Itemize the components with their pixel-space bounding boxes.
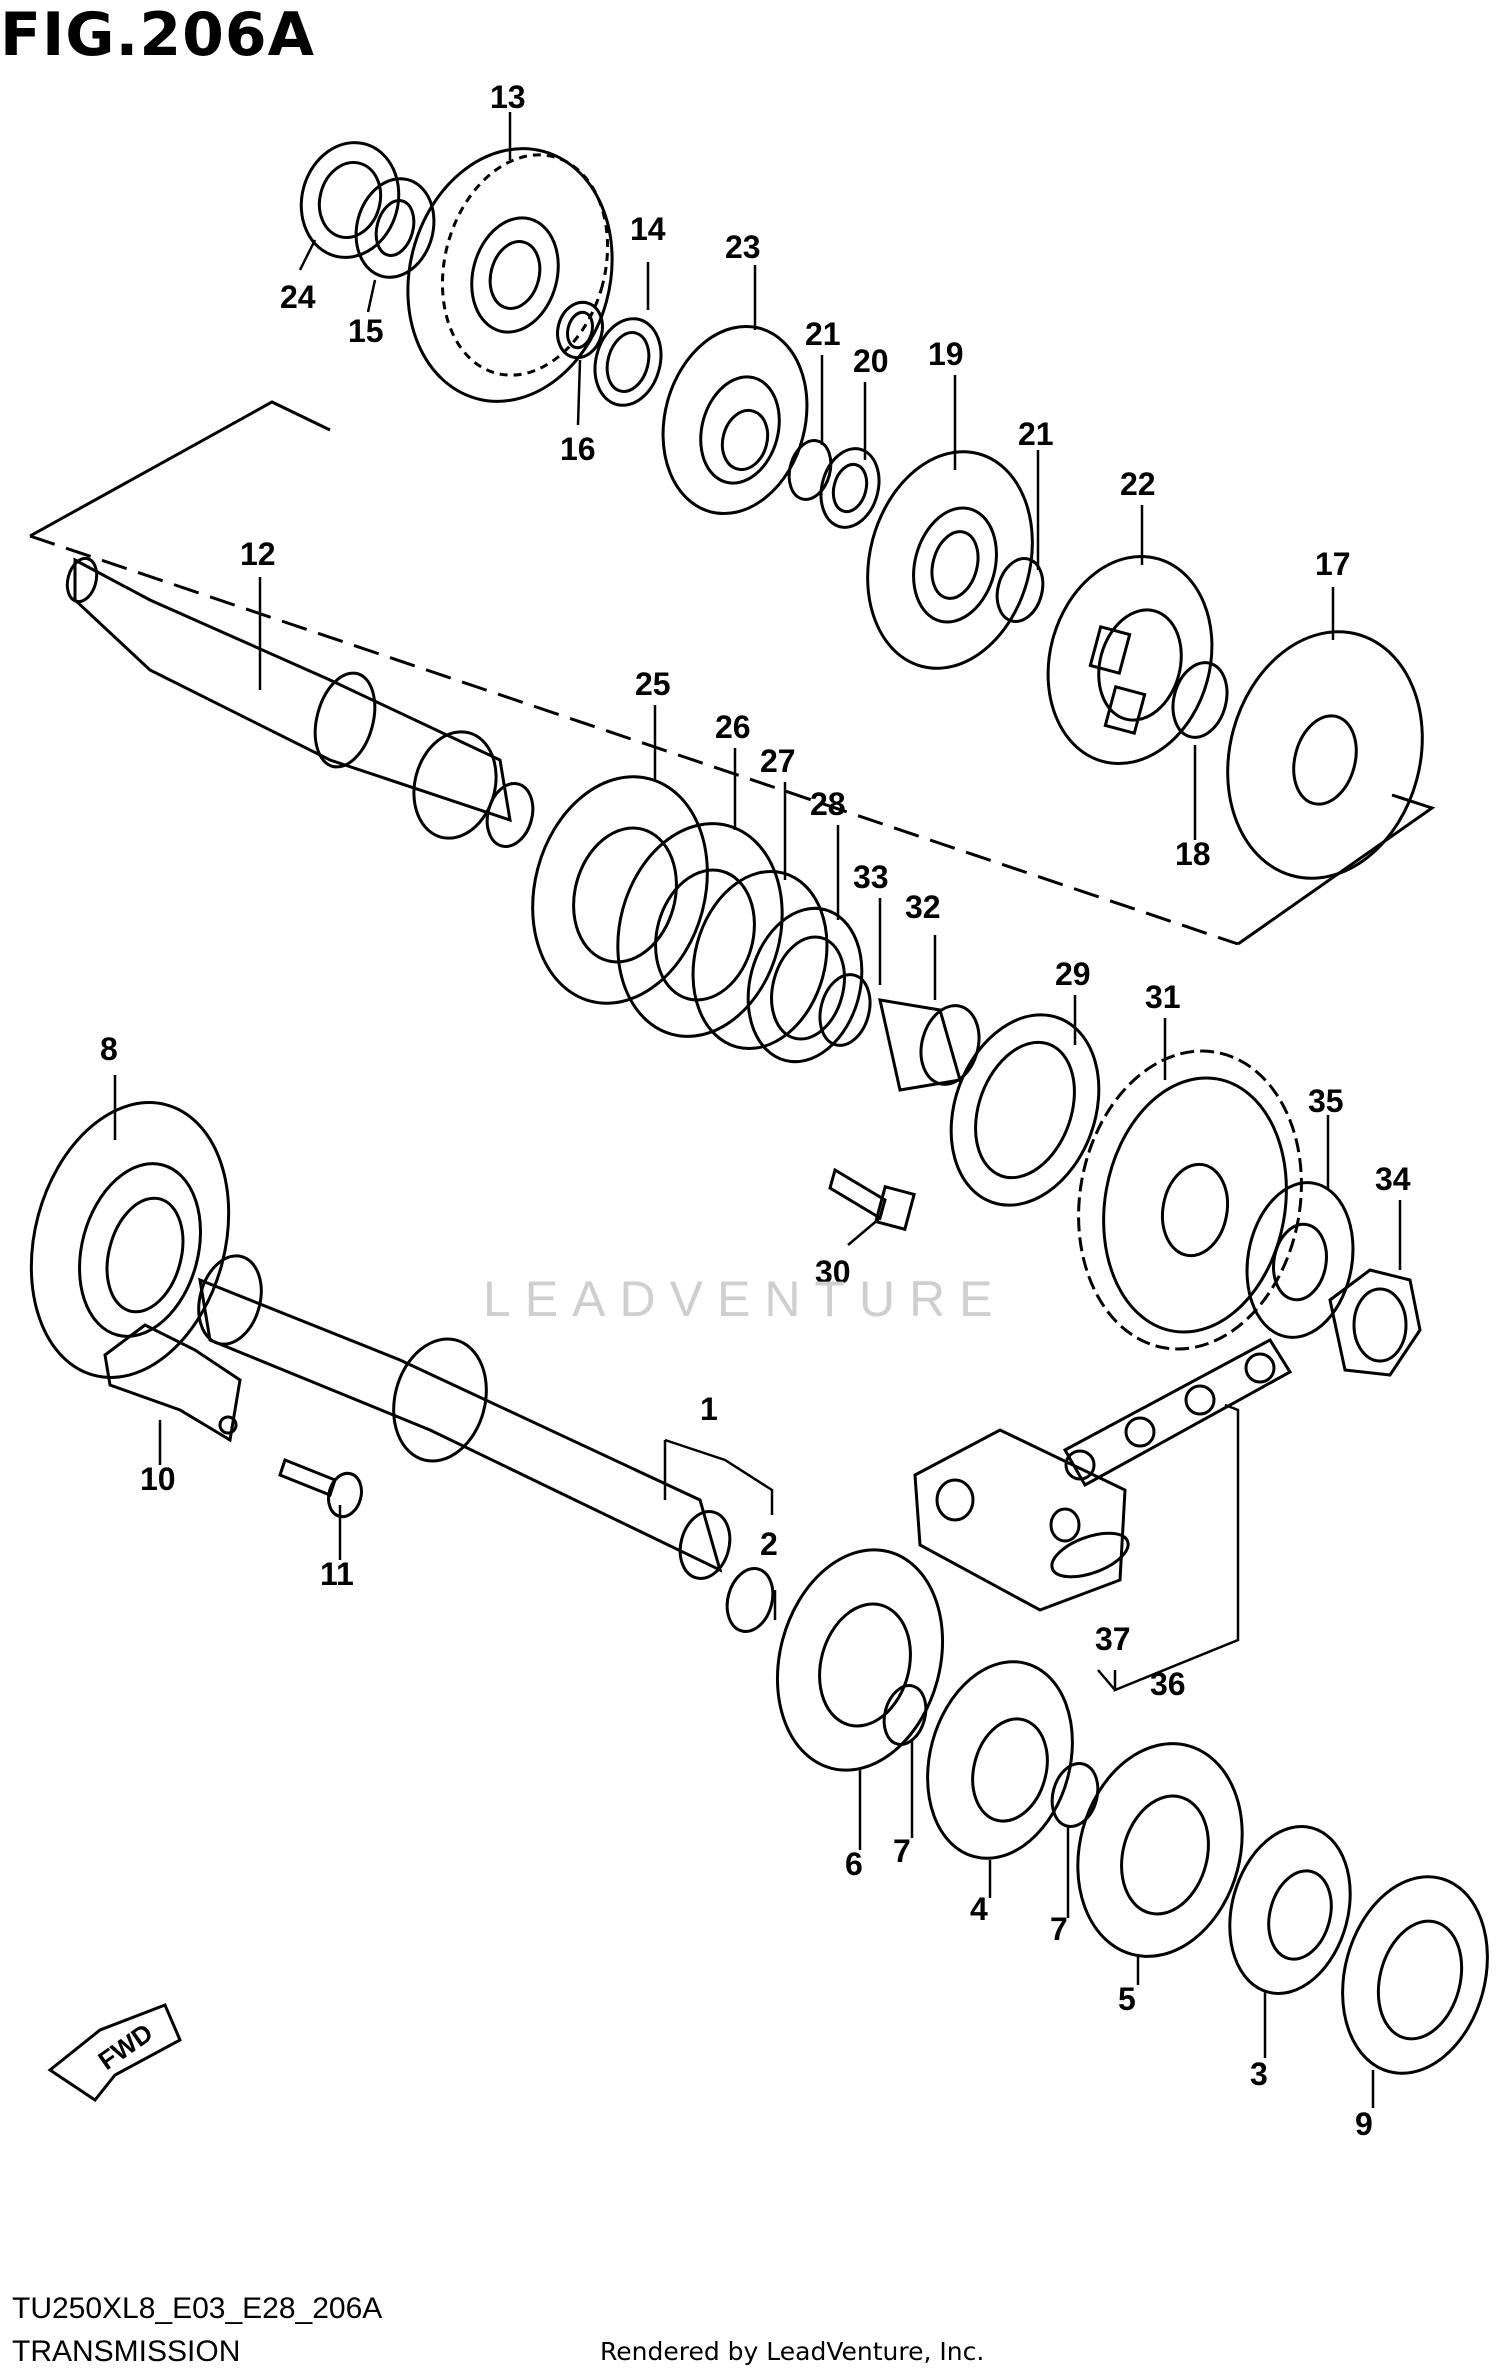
section-name: TRANSMISSION — [12, 2335, 241, 2368]
watermark: LEADVENTURE — [483, 1271, 1007, 1327]
callout-27: 27 — [760, 743, 796, 779]
callout-10: 10 — [140, 1461, 176, 1497]
callout-32: 32 — [905, 889, 941, 925]
part-8-bearing — [29, 1101, 231, 1379]
callout-36: 36 — [1150, 1666, 1186, 1702]
callout-15: 15 — [348, 313, 384, 349]
part-16-needle-bearing — [556, 300, 604, 360]
part-3-gear — [1228, 1825, 1352, 1995]
part-4-gear — [926, 1660, 1074, 1860]
part-29-plate — [949, 1013, 1101, 1207]
callout-13: 13 — [490, 79, 526, 115]
callout-2: 2 — [760, 1526, 778, 1562]
part-26-oil-seal — [616, 822, 784, 1038]
callout-29: 29 — [1055, 956, 1091, 992]
callout-21: 21 — [1018, 416, 1054, 452]
part-10-bearing-retainer — [103, 1323, 242, 1443]
fwd-arrow-icon — [47, 2003, 182, 2103]
group-outline-right — [1237, 793, 1436, 946]
callout-4: 4 — [970, 1891, 988, 1927]
part-6-gear — [775, 1548, 945, 1772]
callout-28: 28 — [810, 786, 846, 822]
figure-title: FIG.206A — [0, 0, 316, 70]
callout-8: 8 — [100, 1031, 118, 1067]
countershaft-group-outline — [29, 400, 331, 538]
rendered-by-credit: Rendered by LeadVenture, Inc. — [600, 2337, 985, 2366]
part-32-spacer — [878, 998, 981, 1092]
part-31-sprocket — [1077, 1049, 1303, 1351]
part-7-circlip-b — [1050, 1762, 1100, 1828]
part-15-washer — [354, 177, 436, 279]
part-21-circlip — [787, 439, 833, 501]
part-11-screw — [278, 1458, 363, 1519]
callout-31: 31 — [1145, 979, 1181, 1015]
callout-1: 1 — [700, 1391, 718, 1427]
part-37-master-link-kit — [913, 1428, 1130, 1612]
group-outline-dashed — [29, 534, 1239, 946]
part-36-drive-chain — [1062, 1338, 1293, 1488]
part-28-seal — [746, 906, 864, 1064]
callout-9: 9 — [1355, 2106, 1373, 2142]
callout-26: 26 — [715, 709, 751, 745]
part-2-gear — [725, 1567, 775, 1633]
callout-7: 7 — [893, 1833, 911, 1869]
callout-34: 34 — [1375, 1161, 1411, 1197]
callout-18: 18 — [1175, 836, 1211, 872]
part-5-gear — [1076, 1742, 1244, 1958]
callout-14: 14 — [630, 211, 666, 247]
part-34-nut — [1328, 1268, 1422, 1377]
callout-22: 22 — [1120, 466, 1156, 502]
part-27-spacer — [691, 869, 829, 1051]
callout-3: 3 — [1250, 2056, 1268, 2092]
part-18-circlip — [1171, 661, 1229, 739]
callout-33: 33 — [853, 859, 889, 895]
part-30-bolt — [828, 1167, 916, 1232]
part-22-gear — [1046, 554, 1214, 766]
part-19-gear — [866, 450, 1034, 670]
part-25-bearing — [531, 775, 709, 1005]
part-17-gear — [1226, 630, 1424, 880]
part-9-bearing — [1341, 1875, 1489, 2075]
callout-20: 20 — [853, 343, 889, 379]
callout-24: 24 — [280, 279, 316, 315]
callout-5: 5 — [1118, 1981, 1136, 2017]
callout-7: 7 — [1050, 1911, 1068, 1947]
part-33-o-ring — [818, 973, 872, 1047]
part-20-washer — [819, 447, 881, 529]
callout-37: 37 — [1095, 1621, 1131, 1657]
part-12-countershaft — [65, 556, 535, 848]
callout-11: 11 — [320, 1556, 354, 1592]
leader-lines — [113, 112, 1402, 2108]
callout-17: 17 — [1315, 546, 1351, 582]
part-14-washer — [593, 317, 663, 407]
part-35-lock-washer — [1245, 1181, 1355, 1339]
callout-30: 30 — [815, 1254, 851, 1290]
callout-21: 21 — [805, 316, 841, 352]
callout-12: 12 — [240, 536, 276, 572]
part-7-circlip — [882, 1684, 928, 1746]
callout-23: 23 — [725, 229, 761, 265]
part-23-gear — [661, 324, 809, 516]
part-24-bearing — [299, 141, 401, 259]
callout-25: 25 — [635, 666, 671, 702]
callout-19: 19 — [928, 336, 964, 372]
part-13-gear — [406, 147, 614, 403]
part-1-driveshaft — [197, 1254, 732, 1580]
callout-35: 35 — [1308, 1083, 1344, 1119]
model-code: TU250XL8_E03_E28_206A — [12, 2292, 383, 2325]
callout-6: 6 — [845, 1846, 863, 1882]
callout-16: 16 — [560, 431, 596, 467]
part-21-circlip-b — [995, 557, 1045, 623]
